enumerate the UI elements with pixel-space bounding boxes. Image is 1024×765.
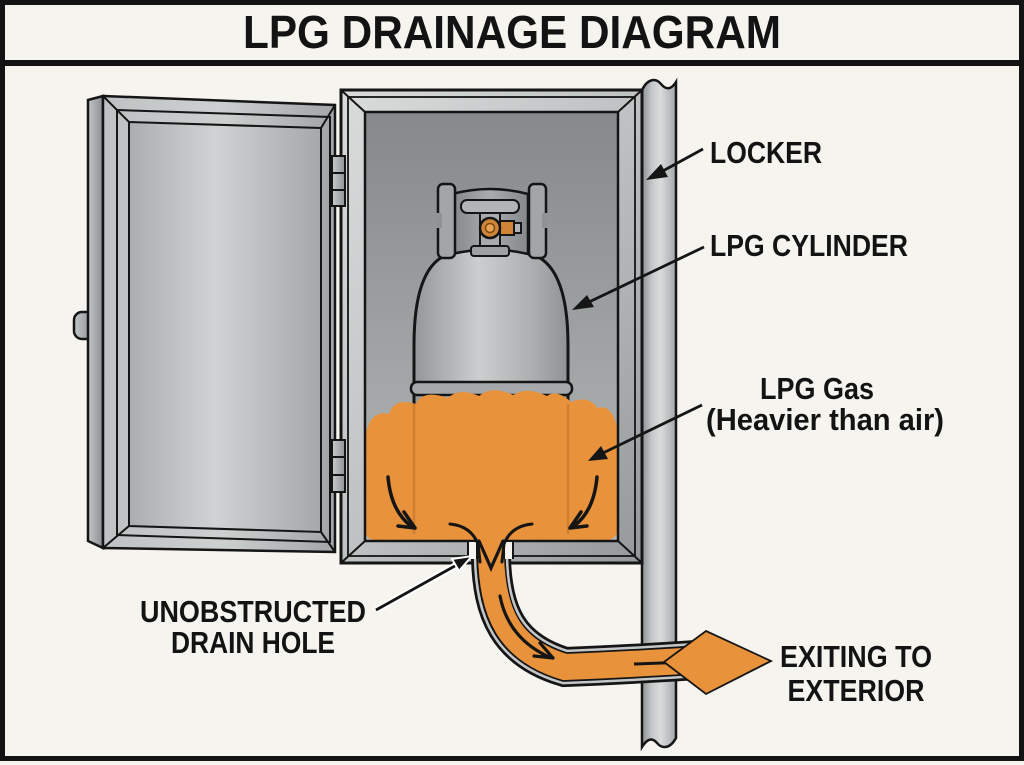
pipe-flow-arrow: [498, 594, 555, 660]
label-cylinder: LPG CYLINDER: [710, 228, 908, 263]
valve-flange: [470, 245, 510, 257]
label-drain-line2: DRAIN HOLE: [171, 625, 335, 660]
door-panel: [128, 120, 322, 534]
cylinder-valve: [460, 199, 522, 257]
handle-notch-left: [436, 213, 442, 228]
cylinder-pointer: [572, 245, 705, 310]
valve-outlet: [499, 220, 515, 236]
valve-handwheel: [460, 199, 520, 214]
gas-pointer: [588, 403, 703, 461]
door-edge-face: [86, 94, 105, 550]
valve-knob-center: [484, 222, 496, 234]
bulkhead-wall: [640, 77, 678, 752]
drain-v-arrow: [477, 539, 505, 572]
gas-flow-arrow-left: [386, 475, 417, 530]
gas-flow-arrow-right: [568, 475, 599, 530]
page-title: LPG DRAINAGE DIAGRAM: [243, 6, 781, 58]
drain-pipe: [471, 552, 774, 696]
door-hinges: [331, 155, 346, 493]
label-gas-line2: (Heavier than air): [706, 402, 944, 437]
locker-pointer: [646, 147, 704, 180]
locker-door: [86, 94, 337, 554]
label-gas-line1: LPG Gas: [760, 371, 874, 406]
valve-outlet-cap: [513, 222, 522, 234]
label-locker: LOCKER: [710, 135, 822, 170]
leader-arrows: [374, 147, 705, 614]
hinge-bottom: [331, 439, 346, 493]
gas-cylinder-shadow-lines: [412, 404, 570, 534]
gas-cloud: [365, 390, 618, 541]
label-exit-line2: EXTERIOR: [788, 673, 925, 708]
label-drain-line1: UNOBSTRUCTED: [140, 594, 366, 629]
exit-arrowhead: [662, 629, 774, 696]
handle-notch-right: [542, 213, 548, 228]
hinge-top: [331, 155, 346, 207]
label-exit-line1: EXITING TO: [780, 639, 932, 674]
drain-funnel-lines: [448, 522, 534, 564]
drain-pointer: [374, 554, 475, 614]
